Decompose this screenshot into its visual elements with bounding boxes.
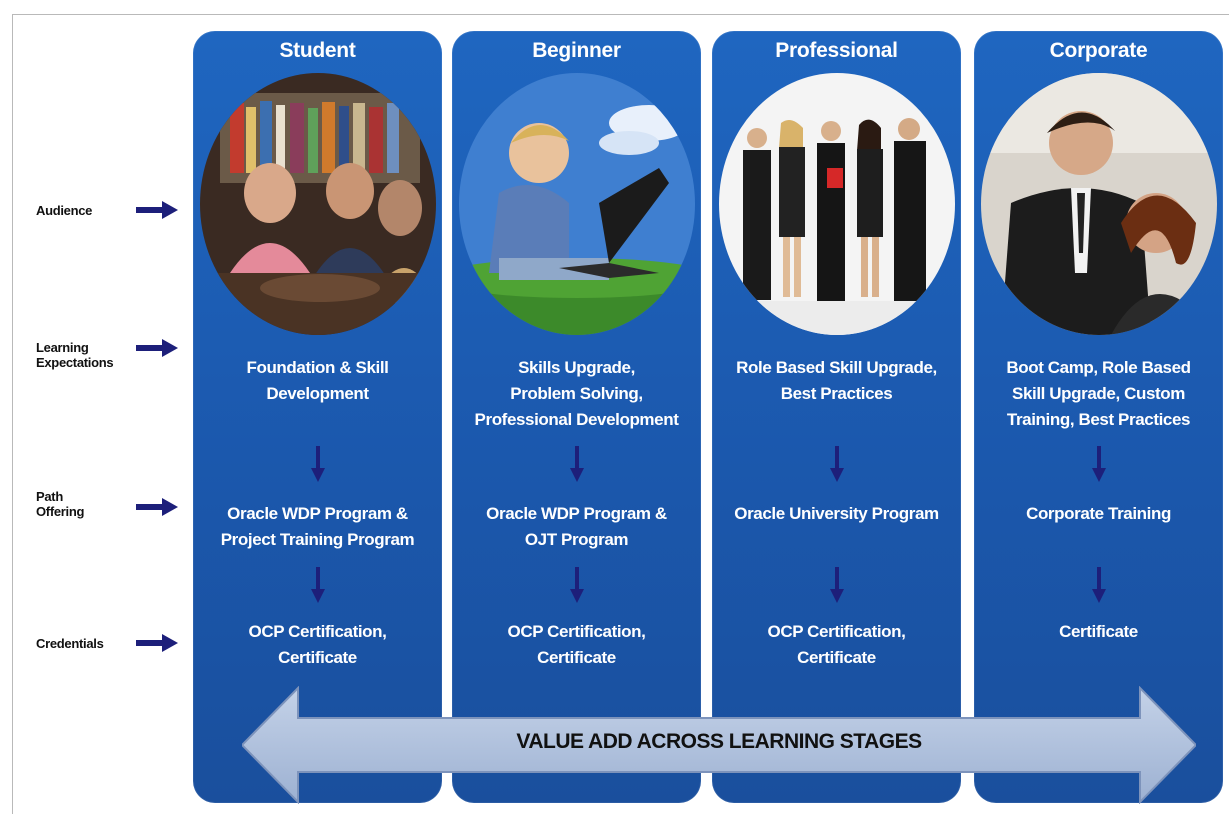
value-add-label: VALUE ADD ACROSS LEARNING STAGES	[516, 730, 922, 753]
column-student: Student Foundation & Skill Development O…	[193, 31, 442, 803]
down-arrow-icon	[1091, 567, 1106, 603]
child-laptop-photo	[458, 73, 695, 335]
corporate-meeting-photo	[980, 73, 1217, 335]
row-label-learning-expectations: Learning Expectations	[36, 340, 114, 370]
column-title: Professional	[775, 39, 898, 62]
right-arrow-icon	[136, 634, 178, 652]
down-arrow-icon	[1091, 446, 1106, 482]
business-team-photo	[718, 73, 955, 335]
right-arrow-icon	[136, 498, 178, 516]
learning-expectations-text: Boot Camp, Role Based Skill Upgrade, Cus…	[1006, 358, 1191, 429]
credentials-text: OCP Certification, Certificate	[507, 622, 646, 667]
down-arrow-icon	[569, 567, 584, 603]
path-offering-text: Corporate Training	[1026, 504, 1171, 523]
down-arrow-icon	[829, 446, 844, 482]
path-offering-text: Oracle WDP Program & Project Training Pr…	[220, 504, 415, 549]
down-arrow-icon	[310, 446, 325, 482]
double-headed-arrow-icon	[242, 686, 1196, 804]
learning-expectations-text: Foundation & Skill Development	[246, 358, 389, 403]
column-title: Beginner	[532, 39, 621, 62]
column-title: Corporate	[1049, 39, 1148, 62]
right-arrow-icon	[136, 201, 178, 219]
row-label-audience: Audience	[36, 203, 93, 218]
column-corporate: Corporate Boot Camp, Role Based Skill Up…	[974, 31, 1223, 803]
column-professional: Professional Role Based Skill Upgrade, B…	[712, 31, 961, 803]
credentials-text: OCP Certification, Certificate	[248, 622, 387, 667]
student-group-photo	[199, 73, 436, 335]
learning-expectations-text: Skills Upgrade, Problem Solving, Profess…	[474, 358, 679, 429]
right-arrow-icon	[136, 339, 178, 357]
column-beginner: Beginner Skills Upgrade, Problem Solving…	[452, 31, 701, 803]
down-arrow-icon	[310, 567, 325, 603]
path-offering-text: Oracle WDP Program & OJT Program	[486, 504, 667, 549]
column-title: Student	[279, 39, 356, 62]
credentials-text: OCP Certification, Certificate	[767, 622, 906, 667]
credentials-text: Certificate	[1059, 622, 1138, 641]
row-label-path-offering: Path Offering	[36, 489, 85, 519]
down-arrow-icon	[829, 567, 844, 603]
path-offering-text: Oracle University Program	[734, 504, 939, 523]
down-arrow-icon	[569, 446, 584, 482]
row-label-credentials: Credentials	[36, 636, 104, 651]
learning-expectations-text: Role Based Skill Upgrade, Best Practices	[736, 358, 937, 403]
